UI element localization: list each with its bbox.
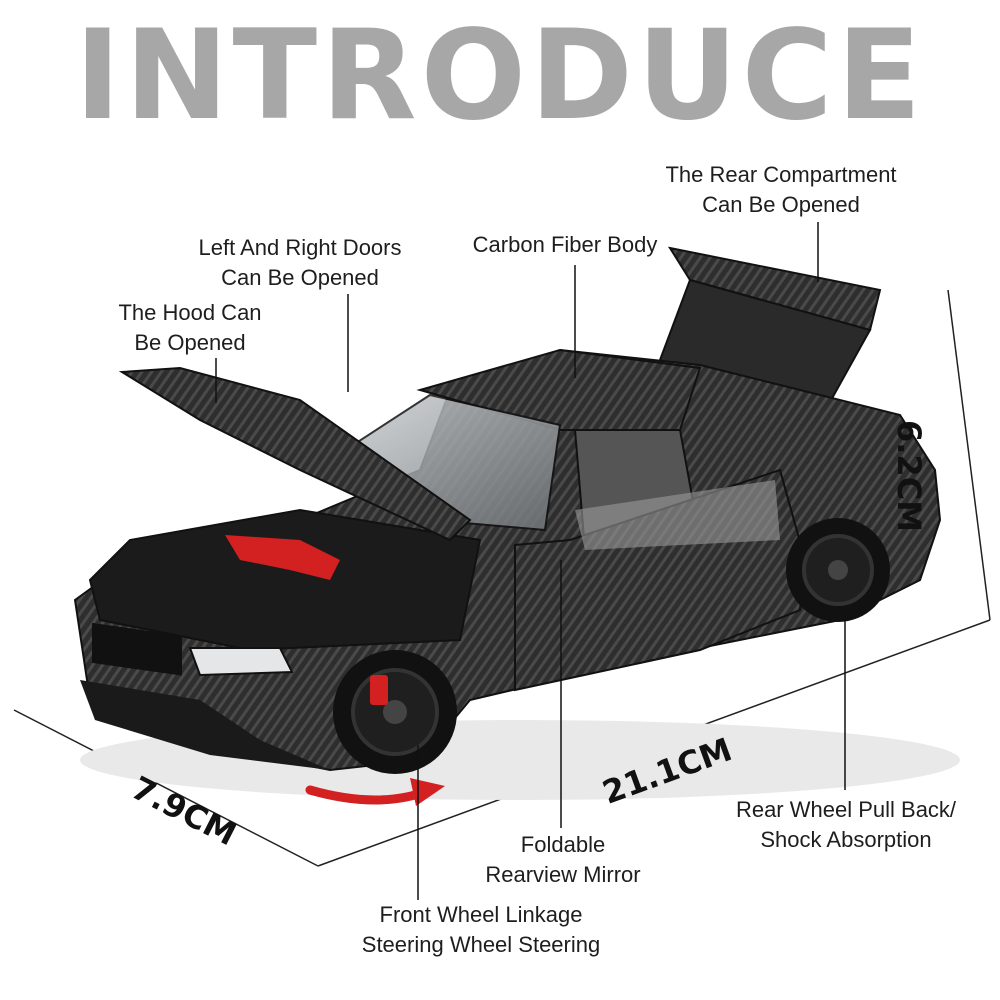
callout-line: Left And Right Doors: [198, 235, 402, 260]
callout-line: Front Wheel Linkage: [379, 902, 583, 927]
callout-rear-wheel: Rear Wheel Pull Back/ Shock Absorption: [715, 795, 977, 855]
callout-line: The Hood Can: [118, 300, 262, 325]
callout-line: Foldable: [520, 832, 606, 857]
leader-lines: [215, 222, 846, 900]
callout-line: Be Opened: [134, 330, 246, 355]
callout-rear-compartment: The Rear Compartment Can Be Opened: [636, 160, 926, 220]
callout-line: The Rear Compartment: [665, 162, 897, 187]
callout-line: Steering Wheel Steering: [361, 932, 601, 957]
headline: INTRODUCE: [74, 4, 926, 148]
rear-wheel: [786, 518, 890, 622]
car-body: [73, 348, 942, 772]
callout-doors: Left And Right Doors Can Be Opened: [170, 233, 430, 293]
callout-hood: The Hood Can Be Opened: [100, 298, 280, 358]
callout-mirror: Foldable Rearview Mirror: [463, 830, 663, 890]
callout-line: Shock Absorption: [760, 827, 932, 852]
dimension-height: 6.2CM: [890, 420, 928, 533]
callout-line: Can Be Opened: [221, 265, 379, 290]
front-wheel: [333, 650, 457, 774]
callout-front-wheel: Front Wheel Linkage Steering Wheel Steer…: [340, 900, 622, 960]
callout-line: Rear Wheel Pull Back/: [735, 797, 957, 822]
callout-line: Can Be Opened: [702, 192, 860, 217]
callout-line: Rearview Mirror: [485, 862, 641, 887]
callout-line: Carbon Fiber Body: [472, 232, 658, 257]
callout-carbon-body: Carbon Fiber Body: [450, 230, 680, 260]
